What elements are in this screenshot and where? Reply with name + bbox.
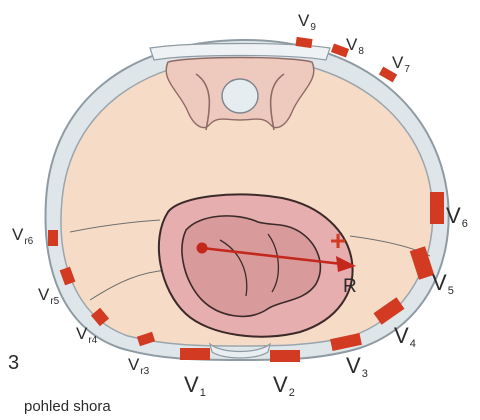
axis-label-r: R (343, 276, 357, 298)
lead-label-v2: V2 (273, 374, 295, 399)
lead-label-vr3: Vr3 (128, 356, 149, 377)
lead-label-vr4: Vr4 (76, 325, 97, 346)
lead-label-v4: V4 (394, 325, 416, 350)
lead-label-v1: V1 (184, 374, 206, 399)
lead-label-v6: V6 (446, 205, 468, 230)
lead-label-v3: V3 (346, 355, 368, 380)
lead-label-v9: V9 (298, 12, 316, 33)
electrode-v2 (270, 350, 300, 362)
vector-origin-dot (197, 243, 208, 254)
lead-label-vr6: Vr6 (12, 226, 33, 247)
lead-label-vr5: Vr5 (38, 286, 59, 307)
electrode-v6 (430, 192, 444, 224)
electrode-vr6 (48, 230, 58, 246)
spinal-canal (222, 79, 258, 113)
polarity-plus-sign: + (330, 225, 346, 256)
lead-label-v5: V5 (432, 272, 454, 297)
figure-number: 3 (8, 352, 19, 375)
lead-label-v8: V8 (346, 36, 364, 57)
figure-caption: pohled shora (24, 398, 111, 415)
electrode-v1 (180, 348, 210, 360)
lead-label-v7: V7 (392, 54, 410, 75)
